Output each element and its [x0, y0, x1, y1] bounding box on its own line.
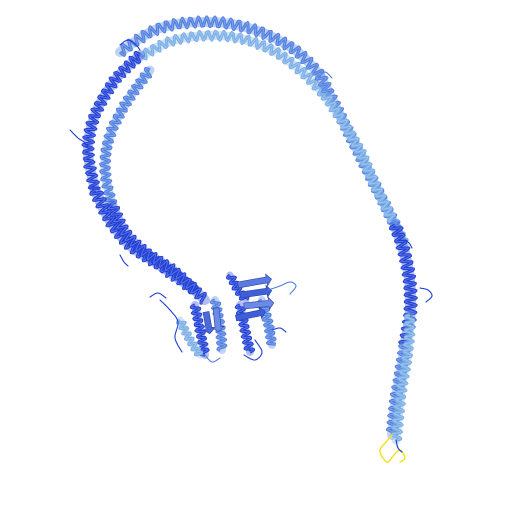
- domain-helix-6-coil: [226, 273, 250, 301]
- helix-left-upper-b: [99, 65, 155, 210]
- beta-strand-3: [243, 296, 275, 311]
- domain-loop-2: [267, 281, 297, 295]
- helix-top-arc-inner-coil: [133, 29, 330, 97]
- beta-strand-1: [237, 273, 272, 289]
- domain-helix-1-highlight: [190, 304, 209, 356]
- helix-top-arc-inner-highlight: [134, 30, 329, 96]
- helix-left-lower-b-coil: [106, 203, 207, 305]
- domain-loop-5: [204, 354, 221, 363]
- domain-helix-1-coil: [189, 303, 210, 357]
- domain-helix-3-coil: [234, 303, 256, 354]
- helix-left-upper-a-coil: [81, 50, 142, 191]
- domain-loop-4: [243, 339, 263, 361]
- domain-loop-1: [159, 299, 183, 353]
- helix-left-upper-b-coil: [99, 66, 152, 208]
- helix-right-lower-b-highlight: [391, 314, 416, 441]
- domain-helix-1: [189, 301, 210, 359]
- beta-strand-6: [211, 307, 225, 333]
- beta-strand-4: [235, 306, 266, 322]
- terminal-tail-low-confidence: [379, 434, 406, 463]
- side-loop-right: [399, 239, 413, 249]
- side-loop-top-left: [119, 39, 141, 51]
- side-loop-left-lower: [119, 254, 129, 267]
- helix-top-arc-inner: [130, 29, 330, 100]
- side-loop-top-right: [317, 71, 333, 79]
- helix-right-upper-b-highlight: [321, 94, 408, 248]
- helix-right-lower-b: [390, 310, 416, 445]
- domain-helix-3: [234, 301, 256, 356]
- helix-left-lower-b-highlight: [107, 204, 206, 304]
- domain-helix-5-highlight: [176, 319, 204, 356]
- helix-top-arc-outer-coil: [118, 15, 325, 76]
- helix-top-arc-outer-highlight: [119, 15, 324, 75]
- domain-helix-3-highlight: [235, 304, 255, 353]
- helix-left-lower-a-coil: [89, 188, 199, 295]
- domain-helix-5: [175, 316, 204, 359]
- side-loop-left: [69, 129, 89, 149]
- helix-left-upper-a-highlight: [81, 51, 141, 190]
- domain-helix-5-coil: [175, 318, 204, 357]
- helix-right-upper-b-coil: [320, 93, 409, 249]
- helix-left-lower-a-highlight: [90, 189, 199, 294]
- terminal-tail-blue-bit: [395, 439, 403, 453]
- domain-loop-6: [271, 327, 287, 333]
- helix-left-lower-b: [106, 200, 210, 305]
- helix-left-upper-a: [81, 50, 145, 195]
- side-loop-right-mid: [419, 287, 433, 303]
- helix-top-arc-outer: [115, 15, 325, 80]
- domain-helix-6-highlight: [226, 274, 249, 300]
- helix-right-lower-b-coil: [390, 313, 416, 442]
- helix-right-upper-b: [320, 90, 410, 250]
- helix-left-upper-b-highlight: [99, 67, 152, 207]
- domain-loop-3: [149, 292, 167, 299]
- beta-strand-2: [239, 284, 273, 299]
